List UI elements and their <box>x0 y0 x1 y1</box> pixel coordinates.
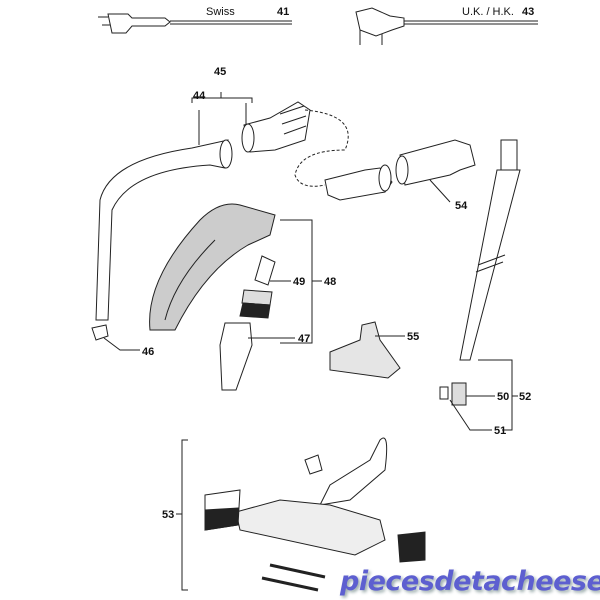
bracket-45 <box>191 92 253 145</box>
watermark: piecesdetacheeselec.com <box>340 566 600 597</box>
cord-swiss-number: 41 <box>277 6 290 18</box>
part-52-extension-tube <box>459 139 521 361</box>
part-55-upholstery-nozzle <box>329 321 405 379</box>
cord-uk-number: 43 <box>522 6 535 18</box>
part-49-dusting-brush <box>239 255 291 319</box>
callout-54: 54 <box>455 200 468 212</box>
callout-51: 51 <box>494 425 507 437</box>
callout-45: 45 <box>214 66 227 78</box>
callout-49: 49 <box>293 276 306 288</box>
part-44-handle <box>95 139 233 321</box>
part-53-floor-nozzle <box>176 437 426 592</box>
cord-swiss-label: Swiss <box>206 6 235 18</box>
callout-44: 44 <box>193 90 206 102</box>
callout-47: 47 <box>298 333 311 345</box>
part-48-accessory-holder <box>149 203 322 344</box>
part-47-crevice-nozzle <box>219 322 295 391</box>
part-50-51-tube-clips <box>439 359 518 431</box>
cord-uk-label: U.K. / H.K. <box>462 6 514 18</box>
part-46-clip <box>91 324 140 351</box>
part-54-hose-ends <box>324 139 476 203</box>
callout-48: 48 <box>324 276 337 288</box>
callout-52: 52 <box>519 391 532 403</box>
callout-46: 46 <box>142 346 155 358</box>
callout-55: 55 <box>407 331 420 343</box>
callout-53: 53 <box>162 509 175 521</box>
uk-plug-cord <box>355 7 538 45</box>
swiss-plug-cord <box>98 13 292 34</box>
part-45-hose-connector <box>241 101 349 187</box>
callout-50: 50 <box>497 391 510 403</box>
